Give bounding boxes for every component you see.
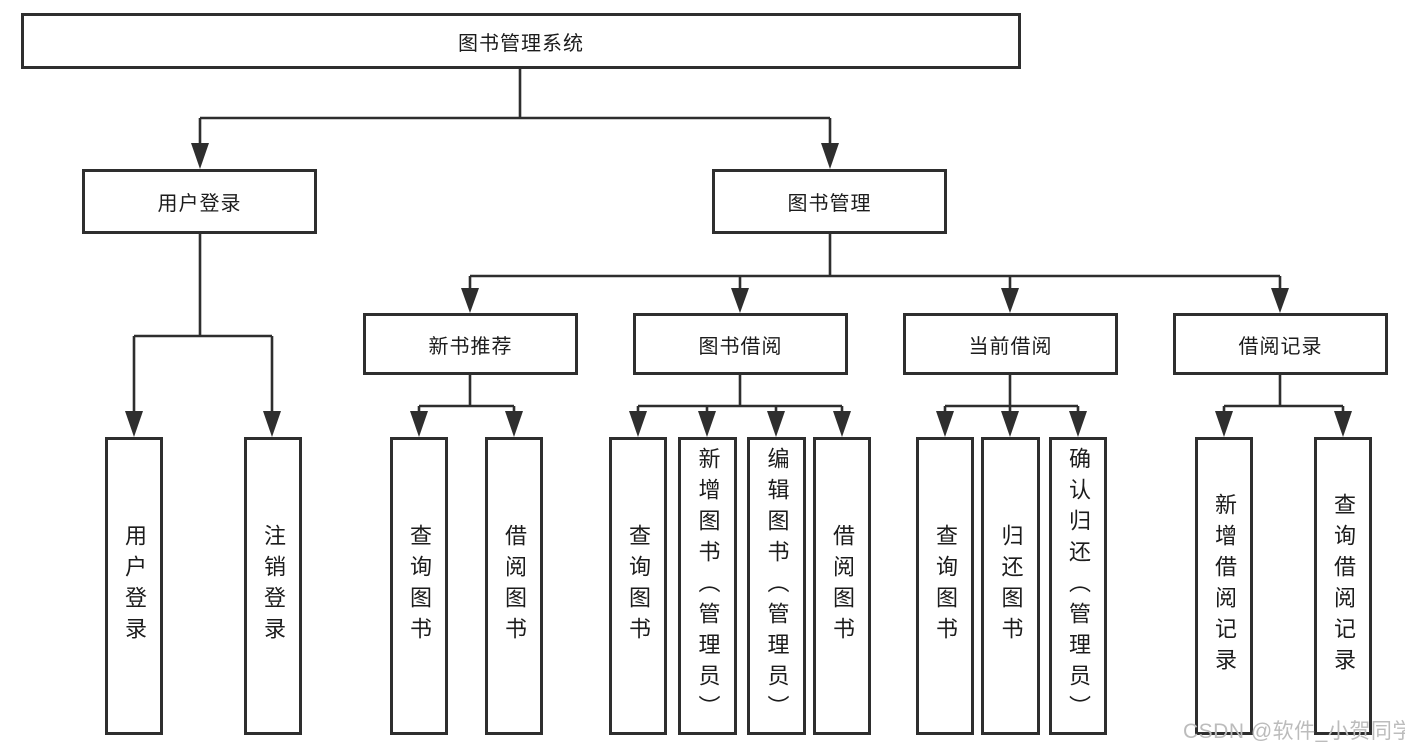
node-leaf-edit-book-admin: 编辑图书（管理员） [747, 437, 806, 735]
arrowheads [125, 143, 1352, 437]
node-new-book-recommend: 新书推荐 [363, 313, 578, 375]
node-leaf-query-books-borrowing: 查询图书 [609, 437, 667, 735]
node-leaf-logout-label: 注销登录 [261, 524, 286, 648]
node-leaf-add-borrow-record-label: 新增借阅记录 [1212, 493, 1237, 679]
node-current-borrowing-label: 当前借阅 [968, 335, 1053, 358]
node-leaf-return-book-label: 归还图书 [998, 524, 1024, 648]
node-book-borrowing: 图书借阅 [633, 313, 848, 375]
node-current-borrowing: 当前借阅 [903, 313, 1118, 375]
node-leaf-add-book-admin-label: 新增图书（管理员） [695, 446, 721, 726]
node-leaf-return-book: 归还图书 [981, 437, 1040, 735]
node-leaf-confirm-return-admin: 确认归还（管理员） [1049, 437, 1107, 735]
node-book-management: 图书管理 [712, 169, 947, 234]
node-book-management-label: 图书管理 [787, 193, 872, 215]
node-new-book-recommend-label: 新书推荐 [428, 335, 513, 358]
node-leaf-borrow-books-recommend-label: 借阅图书 [502, 524, 527, 648]
node-leaf-confirm-return-admin-label: 确认归还（管理员） [1066, 446, 1091, 726]
node-leaf-logout: 注销登录 [244, 437, 302, 735]
node-library-system-label: 图书管理系统 [458, 32, 584, 55]
csdn-watermark: CSDN @软件_小贺同学 [1183, 720, 1405, 743]
node-leaf-user-login-label: 用户登录 [122, 524, 147, 648]
node-leaf-query-books-recommend-label: 查询图书 [407, 524, 432, 648]
node-leaf-borrow-books-recommend: 借阅图书 [485, 437, 543, 735]
node-leaf-query-borrow-record-label: 查询借阅记录 [1331, 493, 1356, 679]
node-leaf-edit-book-admin-label: 编辑图书（管理员） [764, 446, 790, 726]
node-user-login-label: 用户登录 [157, 193, 242, 215]
node-leaf-user-login: 用户登录 [105, 437, 163, 735]
node-leaf-add-borrow-record: 新增借阅记录 [1195, 437, 1253, 735]
node-leaf-query-books-recommend: 查询图书 [390, 437, 448, 735]
node-borrowing-records-label: 借阅记录 [1238, 335, 1323, 358]
node-leaf-query-books-borrowing-label: 查询图书 [626, 524, 651, 648]
node-leaf-borrow-books-borrowing-label: 借阅图书 [830, 524, 855, 648]
node-leaf-borrow-books-borrowing: 借阅图书 [813, 437, 871, 735]
node-leaf-query-books-current-label: 查询图书 [933, 524, 958, 648]
node-book-borrowing-label: 图书借阅 [698, 335, 783, 358]
node-library-system: 图书管理系统 [21, 13, 1021, 69]
node-leaf-add-book-admin: 新增图书（管理员） [678, 437, 737, 735]
node-user-login: 用户登录 [82, 169, 317, 234]
node-leaf-query-books-current: 查询图书 [916, 437, 974, 735]
node-borrowing-records: 借阅记录 [1173, 313, 1388, 375]
node-leaf-query-borrow-record: 查询借阅记录 [1314, 437, 1372, 735]
